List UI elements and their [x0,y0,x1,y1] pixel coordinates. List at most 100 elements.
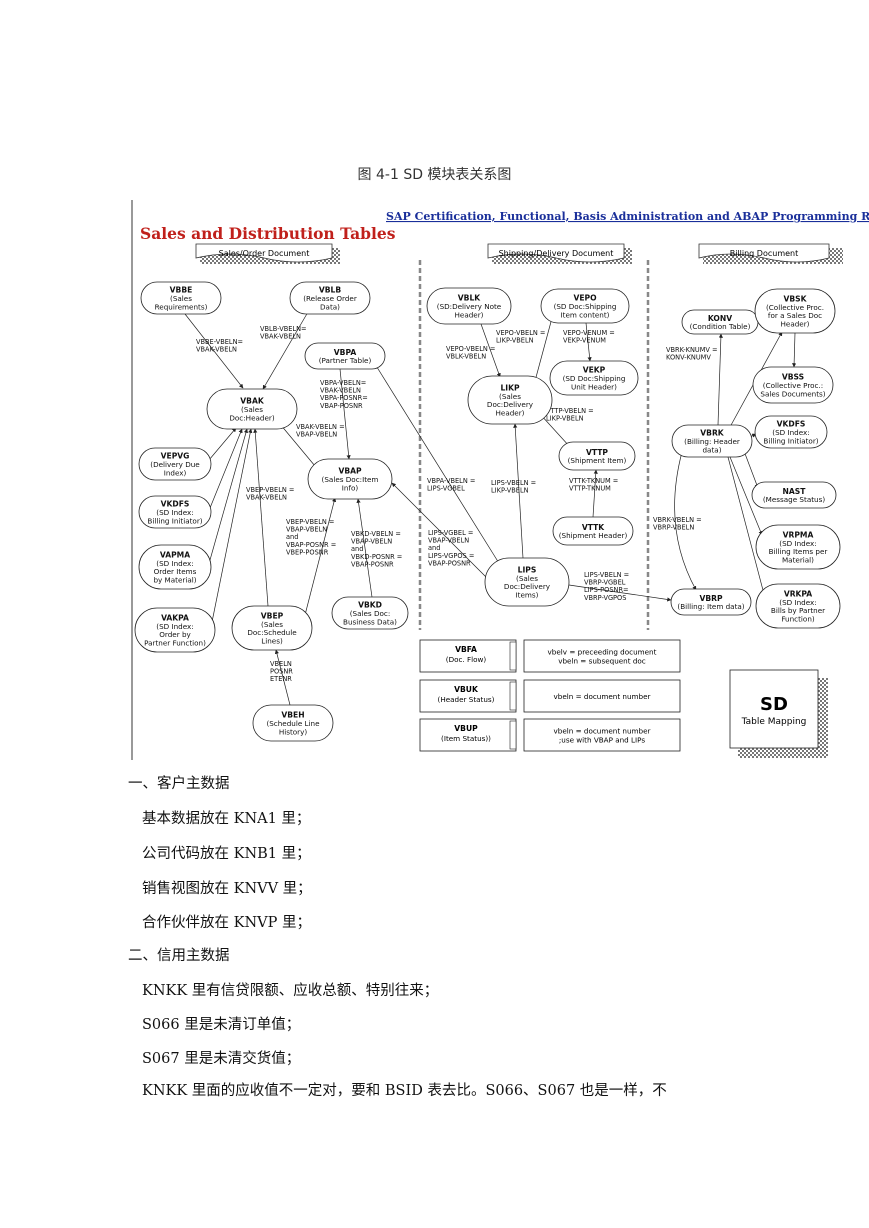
node-name: LIPS [518,565,537,574]
node-name: VKDFS [777,420,806,429]
svg-text:VBFA: VBFA [455,645,477,654]
connector-vttk-vttp [592,469,598,518]
svg-text:Billing Document: Billing Document [730,249,799,258]
node-desc: (Sales Doc: [350,609,391,618]
node-desc: (SD Index: [779,598,816,607]
connector-vbpa-vbap [339,368,351,460]
header-link[interactable]: SAP Certification, Functional, Basis Adm… [386,210,869,223]
node-desc: Order by [159,630,191,639]
legend-row-vbuk: VBUK(Header Status)vbeln = document numb… [419,679,681,713]
node-desc: (Sales [499,392,521,401]
join-label-vttp_likp: VTTP-VBELN =LIKP-VBELN [546,407,594,423]
node-name: VBRK [700,429,725,438]
connector-vapma-vbak [209,428,248,561]
join-label-vepo_likp: VEPO-VBELN =LIKP-VBELN [496,329,545,345]
join-label-vbrk_vbrp: VBRK-VBELN =VBRP-VBELN [653,516,702,532]
node-desc: Info) [342,483,359,492]
node-desc: Billing Initiator) [147,516,202,525]
node-name: VEKP [583,366,606,375]
text-line: KNKK 里面的应收值不一定对，要和 BSID 表去比。S066、S067 也是… [142,1083,667,1099]
svg-text:SD: SD [760,694,788,715]
legend-row-vbup: VBUP(Item Status))vbeln = document numbe… [419,718,681,752]
node-name: KONV [708,314,732,323]
join-label-vepo_vekp: VEPO-VENUM =VEKP-VENUM [563,329,615,345]
node-desc: Order Items [154,567,197,576]
node-desc: (Sales [170,294,192,303]
text-line: 一、客户主数据 [128,776,230,792]
node-name: VBAP [338,467,362,476]
text-line: KNKK 里有信贷限额、应收总额、特别往来； [142,983,439,999]
node-desc: History) [279,727,308,736]
svg-text:vbeln = document number: vbeln = document number [554,727,651,736]
node-desc: (Billing: Item data) [677,602,744,611]
node-desc: (Shipment Item) [568,456,627,465]
connector-vbrk-vrkpa [727,456,766,595]
node-vrpma: VRPMA(SD Index:Billing Items perMaterial… [755,524,841,570]
join-label-vepo_vblk: VEPO-VBELN =VBLK-VBELN [446,345,495,361]
node-desc: Partner Function) [144,639,206,648]
connector-vakpa-vbak [211,428,253,623]
connector-vbrk-konv [717,333,723,426]
connector-vbsk-vbss [792,332,797,368]
section-sales: Sales/Order Document [195,243,340,264]
connector-vttp-likp [539,413,571,448]
connector-vbeh-vbep [274,649,291,706]
node-name: VRKPA [784,589,812,598]
svg-text:Sales/Order Document: Sales/Order Document [219,249,310,258]
text-line: S067 里是未清交货值； [142,1051,301,1067]
sd-table-mapping-box: SD Table Mapping [729,669,828,758]
connector-vblk-likp [480,323,501,378]
sd-table-diagram: Sales and Distribution Tables SAP Certif… [130,198,869,763]
node-desc: (Collective Proc.: [763,381,823,390]
join-label-vbrk_konv: VBRK-KNUMV =KONV-KNUMV [666,346,718,362]
node-desc: (Sales [241,405,263,414]
node-vttk: VTTK(Shipment Header) [552,516,634,546]
join-label-vbak_vbap: VBAK-VBELN =VBAP-VBELN [296,423,345,439]
diagram-title: Sales and Distribution Tables [140,224,396,243]
svg-text:;use with VBAP and LIPs: ;use with VBAP and LIPs [559,736,645,745]
node-desc: (SD Doc:Shipping [563,374,626,383]
node-konv: KONV(Condition Table) [681,309,759,335]
svg-text:(Item Status)): (Item Status)) [441,734,491,743]
node-name: VTTP [586,448,608,457]
figure-caption: 图 4-1 SD 模块表关系图 [357,167,512,183]
svg-text:vbeln = subsequent doc: vbeln = subsequent doc [558,657,646,666]
node-name: VKDFS [161,500,190,509]
svg-text:vbelv = preceeding document: vbelv = preceeding document [548,648,657,657]
node-desc: (SD Index: [779,539,816,548]
node-desc: Requirements) [155,302,208,311]
node-name: VTTK [582,523,605,532]
node-name: VBAK [240,397,265,406]
legend-row-vbfa: VBFA(Doc. Flow)vbelv = preceeding docume… [419,639,681,673]
node-name: LIKP [500,383,520,392]
node-desc: (Partner Table) [319,356,372,365]
node-name: VBBE [170,286,193,295]
svg-text:vbeln = document number: vbeln = document number [554,692,651,701]
node-desc: Function) [781,615,815,624]
node-desc: (SD Index: [156,559,193,568]
connector-vbkd-vbap [356,498,373,598]
text-line: S066 里是未清订单值； [142,1017,301,1033]
node-name: VEPO [573,294,597,303]
node-desc: (Delivery Due [150,460,200,469]
join-label-vblb_vbak: VBLB-VBELN=VBAK-VBELN [260,325,307,341]
svg-text:Table Mapping: Table Mapping [741,717,807,727]
connector-vbep-vbak [253,428,269,607]
node-name: VBLB [319,286,342,295]
node-desc: (SD Index: [772,428,809,437]
join-label-vbbe_vbak: VBBE-VBELN=VBAK-VBELN [196,338,243,354]
node-name: VAKPA [161,613,189,622]
connector-vbrk-vrpma [729,456,763,536]
connector-vbrk-nast [743,450,759,489]
node-desc: Header) [455,310,484,319]
